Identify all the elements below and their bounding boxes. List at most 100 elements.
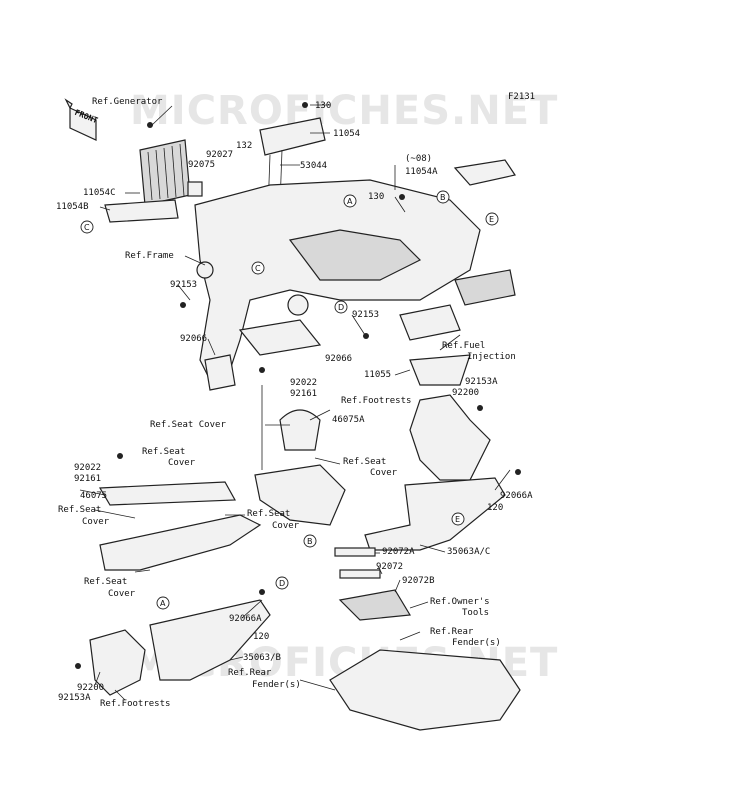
fuel-injection-part bbox=[399, 304, 461, 341]
label-132: 132 bbox=[236, 141, 253, 151]
label-92027: 92027 bbox=[206, 150, 234, 160]
diagram-code: F2131 bbox=[508, 92, 536, 102]
label-ref-seat-m1: Ref.Seat bbox=[343, 457, 387, 467]
label-92153-mid: 92153 bbox=[352, 310, 380, 320]
label-120-right: 120 bbox=[487, 503, 504, 513]
label-inset: (~08) bbox=[405, 154, 433, 164]
seat-cover-center bbox=[254, 464, 346, 526]
svg-text:E: E bbox=[455, 515, 460, 524]
svg-text:A: A bbox=[347, 197, 353, 206]
rear-fender-tray bbox=[329, 649, 521, 731]
label-130-top: 130 bbox=[315, 101, 332, 111]
bracket-11054 bbox=[259, 117, 326, 156]
callout-a-bottom: A bbox=[156, 596, 170, 610]
label-120-left: 120 bbox=[253, 632, 270, 642]
label-cover-lm: Cover bbox=[272, 521, 300, 531]
bracket-35063a-c bbox=[364, 477, 506, 551]
grab-handle-46075 bbox=[98, 481, 236, 506]
label-92072a: 92072A bbox=[382, 547, 415, 557]
strap-92072 bbox=[339, 569, 381, 579]
callout-b-mid: B bbox=[303, 534, 317, 548]
callout-d-bottom: D bbox=[275, 576, 289, 590]
strap-92072a bbox=[334, 547, 376, 557]
bolt-markers bbox=[75, 102, 521, 669]
svg-text:C: C bbox=[84, 223, 90, 232]
label-cover-ll: Cover bbox=[82, 517, 110, 527]
leader-lines bbox=[79, 104, 511, 701]
footrest-bracket-left bbox=[89, 629, 146, 696]
label-35063ac: 35063A/C bbox=[447, 547, 491, 557]
label-11054c: 11054C bbox=[83, 188, 116, 198]
label-ref-frame: Ref.Frame bbox=[125, 251, 174, 261]
label-cover-l1: Cover bbox=[168, 458, 196, 468]
callout-d-mid: D bbox=[334, 300, 348, 314]
label-cover-m1: Cover bbox=[370, 468, 398, 478]
part-11055 bbox=[409, 354, 471, 386]
label-cover-lo: Cover bbox=[108, 589, 136, 599]
frame-part bbox=[194, 179, 481, 391]
callout-b-top: B bbox=[436, 190, 450, 204]
label-ref-seat-l1: Ref.Seat bbox=[142, 447, 186, 457]
svg-text:D: D bbox=[338, 303, 344, 312]
watermark-top: MICROFICHES.NET bbox=[130, 88, 559, 134]
label-fender-right: Fender(s) bbox=[452, 638, 501, 648]
regulator-part bbox=[139, 139, 203, 206]
front-arrow-icon bbox=[64, 98, 97, 141]
tool-holder bbox=[338, 589, 412, 621]
label-11054a: 11054A bbox=[405, 167, 438, 177]
label-92153a-left: 92153A bbox=[58, 693, 91, 703]
callout-c-left: C bbox=[80, 220, 94, 234]
label-92022-left: 92022 bbox=[74, 463, 102, 473]
label-injection: Injection bbox=[467, 352, 516, 362]
svg-text:E: E bbox=[489, 215, 494, 224]
label-35063b: 35063/B bbox=[243, 653, 281, 663]
callout-e-top: E bbox=[485, 212, 499, 226]
label-53044: 53044 bbox=[300, 161, 328, 171]
label-92022-center: 92022 bbox=[290, 378, 318, 388]
label-92075: 92075 bbox=[188, 160, 216, 170]
label-ref-seat-cover-main: Ref.Seat Cover bbox=[150, 420, 226, 430]
svg-text:D: D bbox=[279, 579, 285, 588]
label-ref-fuel: Ref.Fuel bbox=[442, 341, 486, 351]
label-fender-left: Fender(s) bbox=[252, 680, 301, 690]
label-ref-seat-lm: Ref.Seat bbox=[247, 509, 291, 519]
label-ref-footrests-left: Ref.Footrests bbox=[100, 699, 171, 709]
label-92153a-right: 92153A bbox=[465, 377, 498, 387]
label-92200-right: 92200 bbox=[452, 388, 480, 398]
ecu-box bbox=[454, 269, 516, 306]
label-92066a-left: 92066A bbox=[229, 614, 262, 624]
label-11054b: 11054B bbox=[56, 202, 89, 212]
callout-e-mid: E bbox=[451, 512, 465, 526]
label-92072: 92072 bbox=[376, 562, 404, 572]
label-130-mid: 130 bbox=[368, 192, 385, 202]
label-92066-left: 92066 bbox=[180, 334, 208, 344]
label-ref-seat-lo: Ref.Seat bbox=[84, 577, 128, 587]
callout-c-mid: C bbox=[251, 261, 265, 275]
label-ref-footrests-right: Ref.Footrests bbox=[341, 396, 412, 406]
label-92200-left: 92200 bbox=[77, 683, 105, 693]
svg-text:A: A bbox=[160, 599, 166, 608]
seat-cover-left bbox=[99, 514, 262, 571]
label-92161-center: 92161 bbox=[290, 389, 318, 399]
svg-text:C: C bbox=[255, 264, 261, 273]
label-ref-generator: Ref.Generator bbox=[92, 97, 163, 107]
label-ref-rear-left: Ref.Rear bbox=[228, 668, 272, 678]
bracket-11054b bbox=[104, 199, 179, 223]
label-ref-rear-right: Ref.Rear bbox=[430, 627, 474, 637]
label-11055: 11055 bbox=[364, 370, 392, 380]
label-46075: 46075 bbox=[80, 491, 108, 501]
label-92066-mid: 92066 bbox=[325, 354, 353, 364]
label-92072b: 92072B bbox=[402, 576, 435, 586]
label-92161-left: 92161 bbox=[74, 474, 102, 484]
svg-text:B: B bbox=[307, 537, 313, 546]
svg-text:B: B bbox=[440, 193, 446, 202]
grab-handle-46075a bbox=[279, 409, 321, 451]
label-ref-owners: Ref.Owner's bbox=[430, 597, 490, 607]
callout-a-top: A bbox=[343, 194, 357, 208]
label-46075a: 46075A bbox=[332, 415, 365, 425]
label-11054: 11054 bbox=[333, 129, 361, 139]
bracket-11054a bbox=[453, 159, 516, 186]
label-92066a-right: 92066A bbox=[500, 491, 533, 501]
